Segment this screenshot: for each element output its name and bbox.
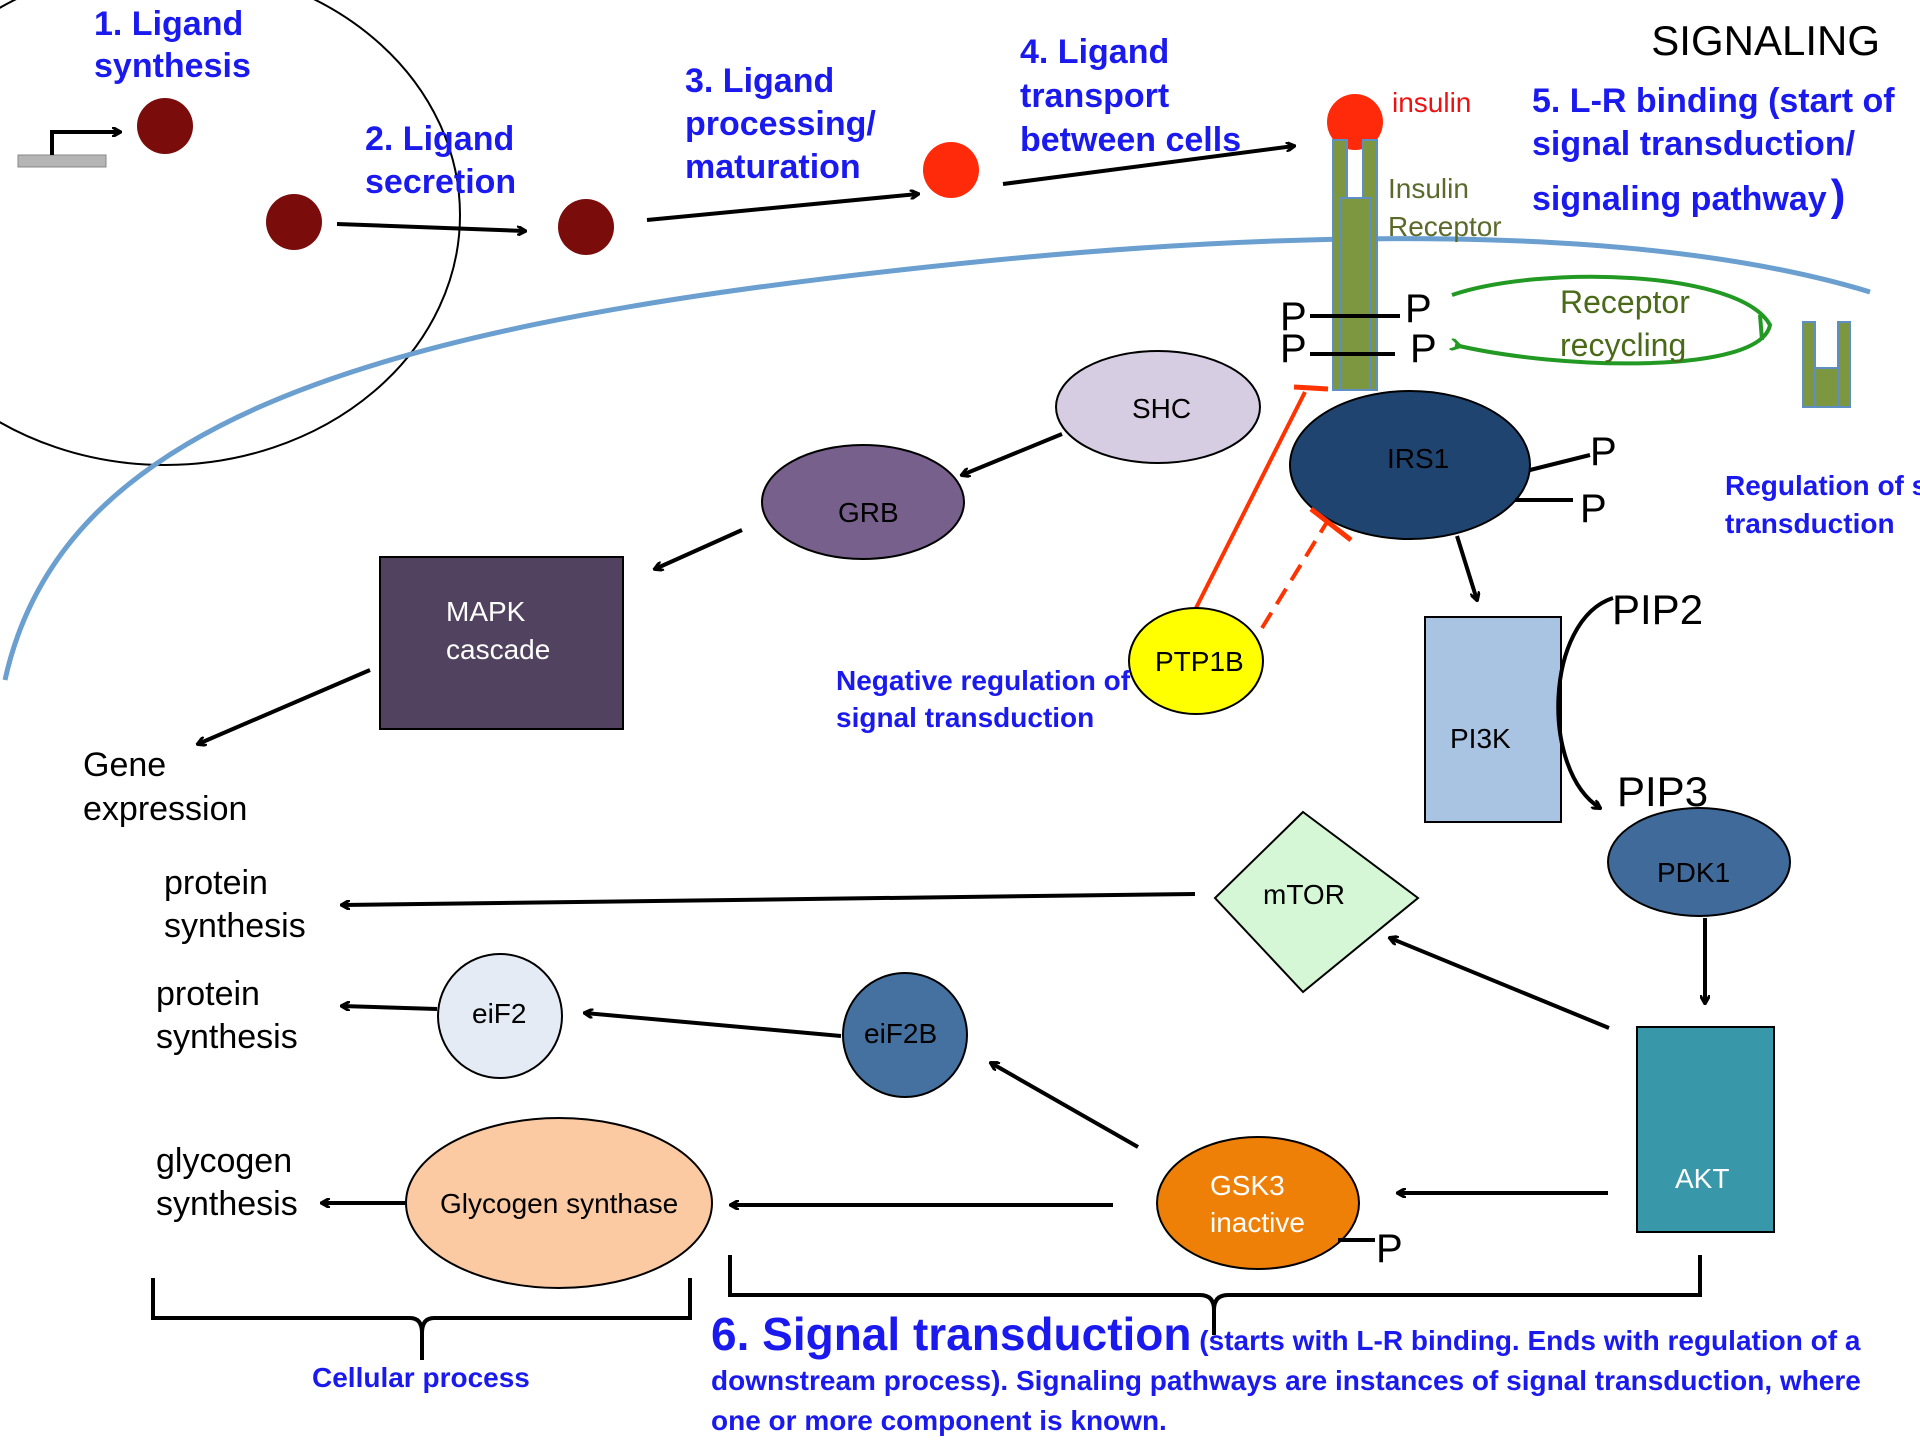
arrow-processing [646,194,918,222]
recycling-arrow-tip [1758,314,1764,341]
inhibition-receptor [1194,391,1307,609]
glycogen-synthase-node [405,1117,713,1289]
inhibition-irs1 [1260,520,1329,630]
akt-label: AKT [1675,1163,1729,1194]
eif2b-label: eiF2B [864,1018,937,1049]
secreting-cell-outline [0,0,461,466]
phospho-mark: P [1405,287,1432,331]
eif2b-node [842,972,968,1098]
phospho-mark: P [1280,327,1307,371]
pdk1-node [1607,807,1791,917]
inhibition-receptor-bar [1293,384,1329,392]
phospho-mark: P [1376,1227,1403,1271]
insulin-bound [1327,94,1383,150]
ligand-secreted [266,194,322,250]
ptp1b-label: PTP1B [1155,646,1244,677]
pdk1-label: PDK1 [1657,857,1730,888]
gene-promoter-icon [17,132,120,168]
arrow-mtor-protein [342,892,1196,905]
inhibition-irs1-bar [1309,507,1353,542]
shc-label: SHC [1132,393,1191,424]
arrow-akt-mtor [1390,938,1610,1030]
arrow-secretion [336,222,525,231]
signal-transduction-brace [728,1255,1702,1335]
insulin-receptor [1332,139,1378,391]
phospho-mark: P [1590,430,1617,474]
irs1-label: IRS1 [1387,443,1449,474]
mapk-node [379,556,624,730]
pi3k-label: PI3K [1450,723,1511,754]
eif2-label: eiF2 [472,998,526,1029]
akt-node [1636,1026,1775,1233]
arrow-eif2b-eif2 [585,1013,842,1038]
grb-node [761,444,965,560]
phospho-mark: P [1280,295,1307,339]
ligand-mature [923,142,979,198]
cell-membrane [2,236,1871,681]
arrow-grb-mapk [655,528,743,569]
eif2-node [437,953,563,1079]
irs1-node [1289,390,1531,540]
mtor-node [1213,810,1420,994]
insulin-label: insulin [1392,87,1471,118]
ptp1b-node [1128,607,1264,715]
recycling-arrow [1452,274,1773,366]
recycled-receptor [1802,321,1851,408]
cellular-process-brace [151,1278,692,1360]
irs1-p-bond-1 [1529,453,1591,472]
ligand-processed [558,199,614,255]
glycogen-synthase-label: Glycogen synthase [440,1188,678,1219]
arrow-shc-grb [962,432,1063,475]
gsk3-node [1156,1136,1360,1270]
cellular-process-label: Cellular process [312,1362,530,1393]
step6-caption-line2: downstream process). Signaling pathways … [711,1365,1861,1396]
pi3k-node [1424,616,1562,823]
arrow-transport [1002,146,1294,186]
step6-caption: 6. Signal transduction (starts with L-R … [711,1308,1861,1360]
grb-label: GRB [838,497,899,528]
mtor-label: mTOR [1263,879,1345,910]
page-title: SIGNALING [1651,17,1880,64]
ligand-synthesized [137,98,193,154]
phospho-mark: P [1580,487,1607,531]
step6-caption-line3: one or more component is known. [711,1405,1167,1436]
arrow-mapk-gene [198,668,371,744]
phospho-mark: P [1410,327,1437,371]
pip-conversion-arrow [1556,596,1614,808]
shc-node [1055,350,1261,464]
arrow-gsk3-eif2b [991,1063,1139,1149]
arrow-eif2-protein [342,1006,438,1009]
pip2-label: PIP2 [1612,586,1703,633]
arrow-irs1-pi3k [1455,535,1477,600]
